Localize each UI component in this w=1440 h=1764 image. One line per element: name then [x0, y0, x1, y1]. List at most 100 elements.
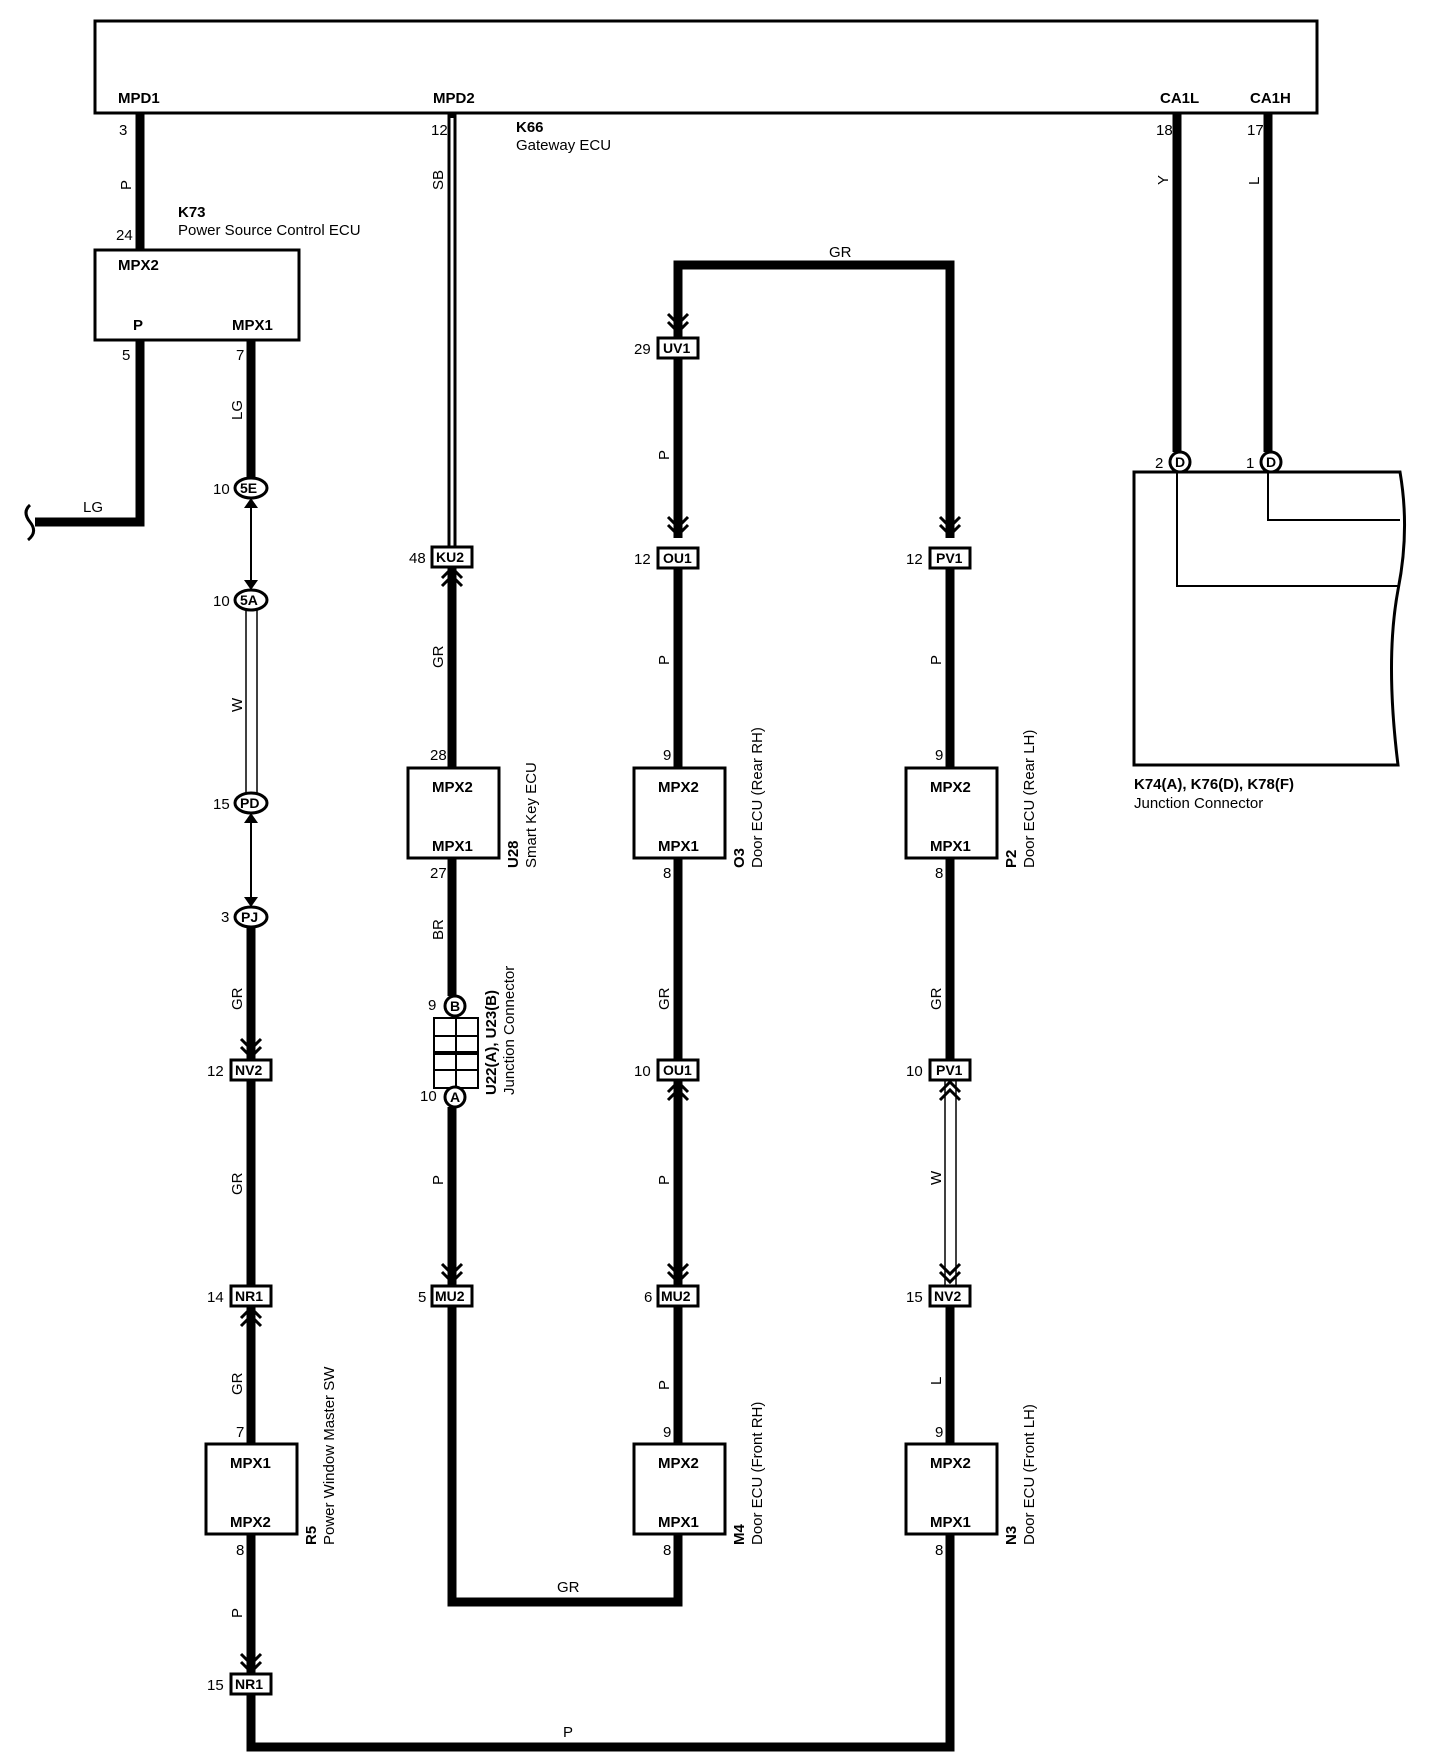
wire-end-icon	[24, 503, 35, 542]
svg-text:5E: 5E	[240, 480, 257, 496]
k73-label-p: P	[133, 317, 143, 334]
connector-pv1-12-pin: 12	[906, 551, 923, 568]
gateway-pin-mpd1: MPD1	[118, 90, 160, 107]
svg-text:PV1: PV1	[936, 550, 963, 566]
r5-name: Power Window Master SW	[321, 1366, 338, 1545]
wire-gr-rlh: GR	[928, 987, 945, 1010]
o3-label-bottom: MPX1	[658, 838, 699, 855]
wire-gr-rrh: GR	[656, 987, 673, 1010]
connector-nr1-top-pin: 14	[207, 1289, 224, 1306]
wire-gr-bottom: GR	[557, 1579, 580, 1596]
n3-label-top: MPX2	[930, 1455, 971, 1472]
p2-code: P2	[1003, 850, 1020, 868]
o3-pin-bottom: 8	[663, 865, 671, 882]
connector-nr1-top: NR1	[229, 1284, 273, 1308]
gateway-code: K66	[516, 119, 544, 136]
gateway-pin-num-18: 18	[1156, 122, 1173, 139]
connector-pd: PD	[233, 791, 269, 815]
connector-5a-pin: 10	[213, 593, 230, 610]
o3-label-top: MPX2	[658, 779, 699, 796]
wire-p-rrh-2: P	[656, 655, 673, 665]
wire-w-left: W	[229, 697, 246, 712]
gateway-pin-num-3: 3	[119, 122, 127, 139]
n3-name: Door ECU (Front LH)	[1021, 1404, 1038, 1545]
svg-text:NV2: NV2	[235, 1062, 262, 1078]
svg-text:B: B	[450, 998, 460, 1014]
wire-p-mpd1: P	[118, 180, 135, 190]
junction-a-pin: 10	[420, 1088, 437, 1105]
u22-code: U22(A), U23(B)	[483, 990, 500, 1095]
connector-5e-pin: 10	[213, 481, 230, 498]
k73-code: K73	[178, 204, 206, 221]
m4-pin-bottom: 8	[663, 1542, 671, 1559]
junction-k74-d-right: D	[1259, 450, 1283, 474]
svg-text:OU1: OU1	[663, 1062, 692, 1078]
svg-text:NR1: NR1	[235, 1676, 263, 1692]
p2-label-top: MPX2	[930, 779, 971, 796]
connector-5a: 5A	[233, 588, 269, 612]
connector-pd-pin: 15	[213, 796, 230, 813]
wire-w-rlh: W	[928, 1170, 945, 1185]
junction-k74-d-left: D	[1168, 450, 1192, 474]
connector-ku2: KU2	[430, 545, 474, 569]
connector-ou1-12-pin: 12	[634, 551, 651, 568]
svg-text:D: D	[1175, 454, 1185, 470]
wire-p-smart: P	[430, 1175, 447, 1185]
connector-mu2-5: MU2	[430, 1284, 474, 1308]
p2-pin-top: 9	[935, 747, 943, 764]
wire-y: Y	[1155, 175, 1172, 185]
wire-sb: SB	[430, 170, 447, 190]
connector-uv1: UV1	[656, 336, 700, 360]
r5-pin-top: 7	[236, 1424, 244, 1441]
n3-code: N3	[1003, 1526, 1020, 1545]
connector-ou1-10-pin: 10	[634, 1063, 651, 1080]
connector-nr1-bottom: NR1	[229, 1672, 273, 1696]
wire-gr-smart: GR	[430, 645, 447, 668]
u28-pin-bottom: 27	[430, 865, 447, 882]
connector-nv2-right-pin: 15	[906, 1289, 923, 1306]
svg-text:D: D	[1266, 454, 1276, 470]
m4-label-top: MPX2	[658, 1455, 699, 1472]
wire-gr-left-2: GR	[229, 1172, 246, 1195]
connector-pv1-10-pin: 10	[906, 1063, 923, 1080]
svg-text:PV1: PV1	[936, 1062, 963, 1078]
connector-nv2-left: NV2	[229, 1058, 273, 1082]
k73-top-pin: 24	[116, 227, 133, 244]
m4-label-bottom: MPX1	[658, 1514, 699, 1531]
wire-gr-left-3: GR	[229, 1372, 246, 1395]
connector-pv1-10: PV1	[928, 1058, 972, 1082]
r5-label-top: MPX1	[230, 1455, 271, 1472]
wire-p-rrh-4: P	[656, 1380, 673, 1390]
p2-box	[904, 766, 999, 860]
connector-nv2-right: NV2	[928, 1284, 972, 1308]
direction-arrows	[239, 312, 962, 1674]
junction-a: A	[443, 1085, 467, 1109]
connector-uv1-pin: 29	[634, 341, 651, 358]
m4-box	[632, 1442, 727, 1536]
k73-pin-p: 5	[122, 347, 130, 364]
connector-nv2-left-pin: 12	[207, 1063, 224, 1080]
k73-name: Power Source Control ECU	[178, 222, 361, 239]
wire-l-ca1h: L	[1246, 177, 1263, 185]
m4-code: M4	[731, 1524, 748, 1545]
n3-label-bottom: MPX1	[930, 1514, 971, 1531]
n3-pin-top: 9	[935, 1424, 943, 1441]
r5-label-bottom: MPX2	[230, 1514, 271, 1531]
connector-ou1-10: OU1	[656, 1058, 700, 1082]
r5-code: R5	[303, 1526, 320, 1545]
connector-nr1-bottom-pin: 15	[207, 1677, 224, 1694]
connector-mu2-5-pin: 5	[418, 1289, 426, 1306]
svg-text:UV1: UV1	[663, 340, 690, 356]
wire-p-bottom-loop: P	[563, 1724, 573, 1741]
wires	[35, 113, 1400, 1752]
junction-b: B	[443, 994, 467, 1018]
gateway-pin-ca1l: CA1L	[1160, 90, 1199, 107]
wire-p-left-bottom: P	[229, 1608, 246, 1618]
junction-k74-name: Junction Connector	[1134, 795, 1263, 812]
connector-pv1-12: PV1	[928, 546, 972, 570]
k73-box	[93, 248, 301, 342]
u28-label-bottom: MPX1	[432, 838, 473, 855]
wire-lg-left: LG	[83, 499, 103, 516]
u28-pin-top: 28	[430, 747, 447, 764]
